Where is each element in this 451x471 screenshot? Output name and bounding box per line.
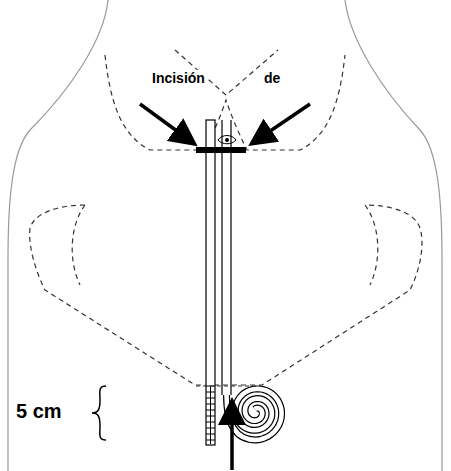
pointer-arrow bbox=[254, 104, 310, 142]
catheter-markings bbox=[206, 386, 215, 444]
pointer-arrow bbox=[230, 404, 234, 470]
catheter-mark bbox=[210, 386, 211, 444]
dimension-brace bbox=[92, 386, 106, 440]
annotation-label: de bbox=[262, 70, 282, 86]
catheter-left bbox=[206, 120, 215, 445]
catheter-cuff bbox=[216, 147, 246, 153]
pelvis-outline bbox=[72, 205, 378, 285]
catheter-right bbox=[222, 120, 231, 395]
skin-mark bbox=[218, 136, 236, 144]
pointer-arrow bbox=[140, 104, 192, 142]
catheter-pigtail bbox=[227, 389, 282, 440]
catheter-pigtail bbox=[227, 389, 282, 440]
body-outline bbox=[8, 0, 108, 471]
annotation-label: Incisión bbox=[150, 70, 207, 86]
pelvis-outline bbox=[30, 205, 422, 385]
rib-cage-outline bbox=[105, 55, 345, 150]
dimension-label: 5 cm bbox=[14, 400, 64, 423]
dimension-line bbox=[196, 386, 260, 387]
body-outline bbox=[345, 0, 442, 471]
skin-mark bbox=[225, 138, 229, 142]
